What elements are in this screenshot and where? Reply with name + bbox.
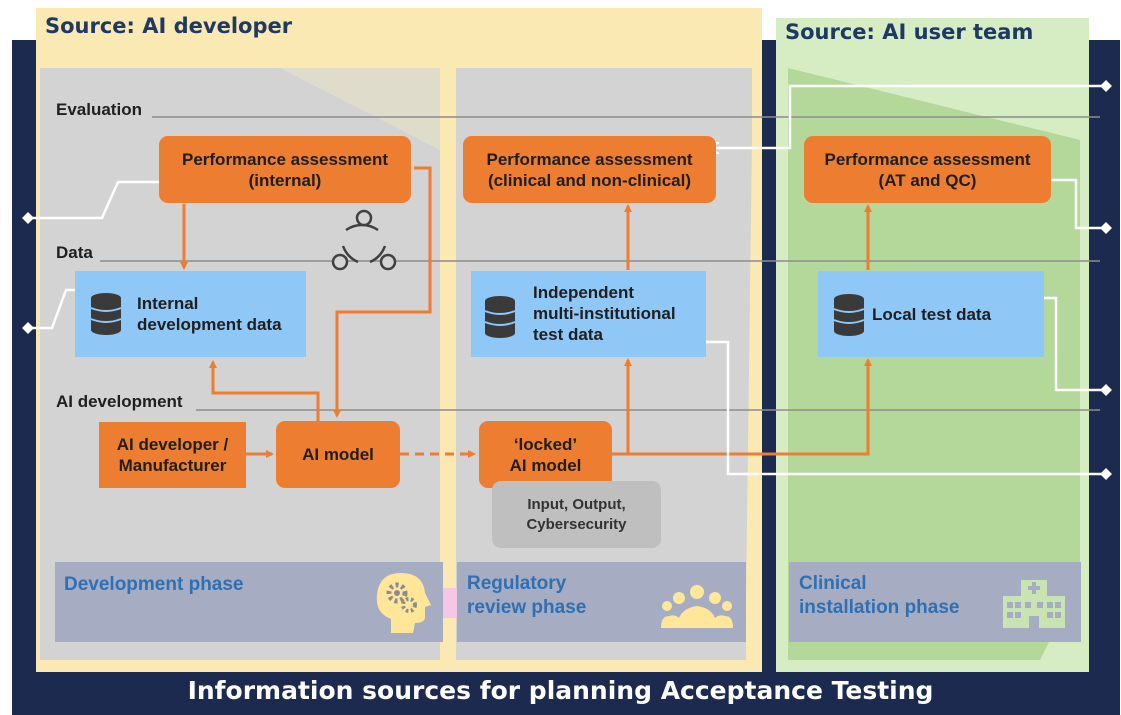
internal-development-data-box: Internal development data bbox=[75, 271, 306, 357]
performance-assessment-clinical: Performance assessment (clinical and non… bbox=[463, 136, 716, 203]
white-link-3 bbox=[707, 84, 1106, 148]
development-phase-label: Development phase bbox=[64, 574, 244, 595]
development-phase-band bbox=[40, 68, 440, 660]
internal-development-data-label: Internal development data bbox=[137, 294, 282, 334]
lane-label-evaluation: Evaluation bbox=[56, 100, 142, 119]
diamond-right-4 bbox=[1100, 468, 1112, 480]
database-icon bbox=[484, 296, 516, 338]
footer-title: Information sources for planning Accepta… bbox=[187, 676, 934, 705]
development-phase-box: Development phase bbox=[55, 562, 443, 642]
local-test-data-label: Local test data bbox=[872, 305, 992, 324]
lane-label-data: Data bbox=[56, 243, 93, 262]
diamond-right-2 bbox=[1100, 222, 1112, 234]
hospital-icon bbox=[1003, 580, 1065, 628]
developer-source-header: Source: AI developer bbox=[45, 14, 293, 38]
independent-test-data-label: Independent multi-institutional test dat… bbox=[533, 283, 676, 344]
diamond-right-3 bbox=[1100, 384, 1112, 396]
database-icon bbox=[90, 293, 122, 335]
performance-assessment-internal: Performance assessment (internal) bbox=[159, 136, 411, 203]
independent-test-data-box: Independent multi-institutional test dat… bbox=[471, 271, 706, 357]
diamond-left-2 bbox=[22, 322, 34, 334]
performance-assessment-atqc: Performance assessment (AT and QC) bbox=[804, 136, 1051, 203]
arrow-locked-to-independent bbox=[612, 358, 632, 456]
input-output-cybersecurity-box: Input, Output, Cybersecurity bbox=[492, 481, 661, 548]
clinical-installation-phase-box: Clinical installation phase bbox=[789, 562, 1081, 642]
arrow-model-to-internal-data bbox=[209, 360, 320, 423]
ai-developer-manufacturer-box: AI developer / Manufacturer bbox=[99, 422, 246, 488]
arrow-locked-to-local bbox=[628, 358, 872, 456]
white-link-1 bbox=[28, 182, 184, 220]
clinical-installation-phase-label: Clinical installation phase bbox=[799, 573, 960, 618]
arrow-internal-perf-to-model bbox=[333, 166, 432, 418]
database-icon bbox=[833, 294, 865, 336]
clinical-phase-band bbox=[788, 68, 1080, 660]
development-phase-shape bbox=[440, 68, 455, 660]
regulatory-review-phase-label: Regulatory review phase bbox=[467, 573, 587, 618]
diamond-right-1 bbox=[1100, 80, 1112, 92]
development-chevron bbox=[280, 68, 440, 150]
phase-connector-highlight bbox=[443, 588, 457, 618]
ai-model-box: AI model bbox=[276, 421, 400, 488]
head-gears-icon bbox=[376, 573, 431, 633]
user-team-source-header: Source: AI user team bbox=[785, 20, 1034, 44]
local-test-data-box: Local test data bbox=[818, 271, 1044, 357]
regulatory-review-phase-box: Regulatory review phase bbox=[457, 562, 746, 642]
locked-ai-model-box: ‘locked’ AI model bbox=[479, 421, 612, 488]
people-icon bbox=[661, 585, 733, 628]
lane-label-ai-development: AI development bbox=[56, 392, 183, 411]
cycle-icon bbox=[331, 209, 397, 271]
diamond-left-1 bbox=[22, 212, 34, 224]
